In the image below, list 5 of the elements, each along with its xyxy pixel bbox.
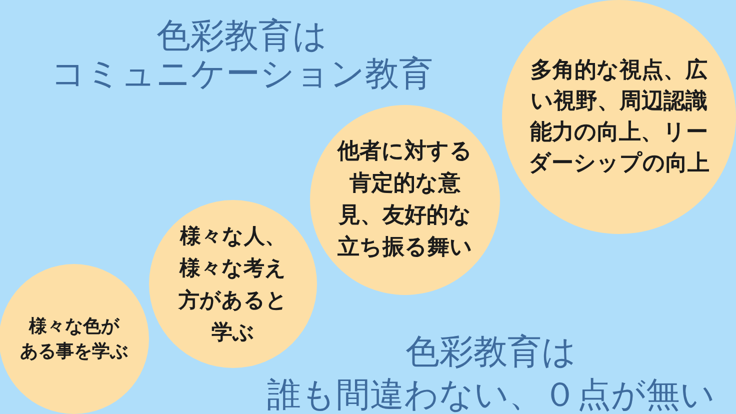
node-text: 様々な色がある事を学ぶ — [20, 315, 128, 364]
circle-node — [0, 264, 149, 414]
title-text: 色彩教育はコミュニケーション教育 — [51, 17, 433, 93]
node-text: 他者に対する肯定的な意見、友好的な立ち振る舞い — [338, 138, 472, 262]
node-text: 多角的な視点、広い視野、周辺認識能力の向上、リーダーシップの向上 — [528, 56, 710, 178]
